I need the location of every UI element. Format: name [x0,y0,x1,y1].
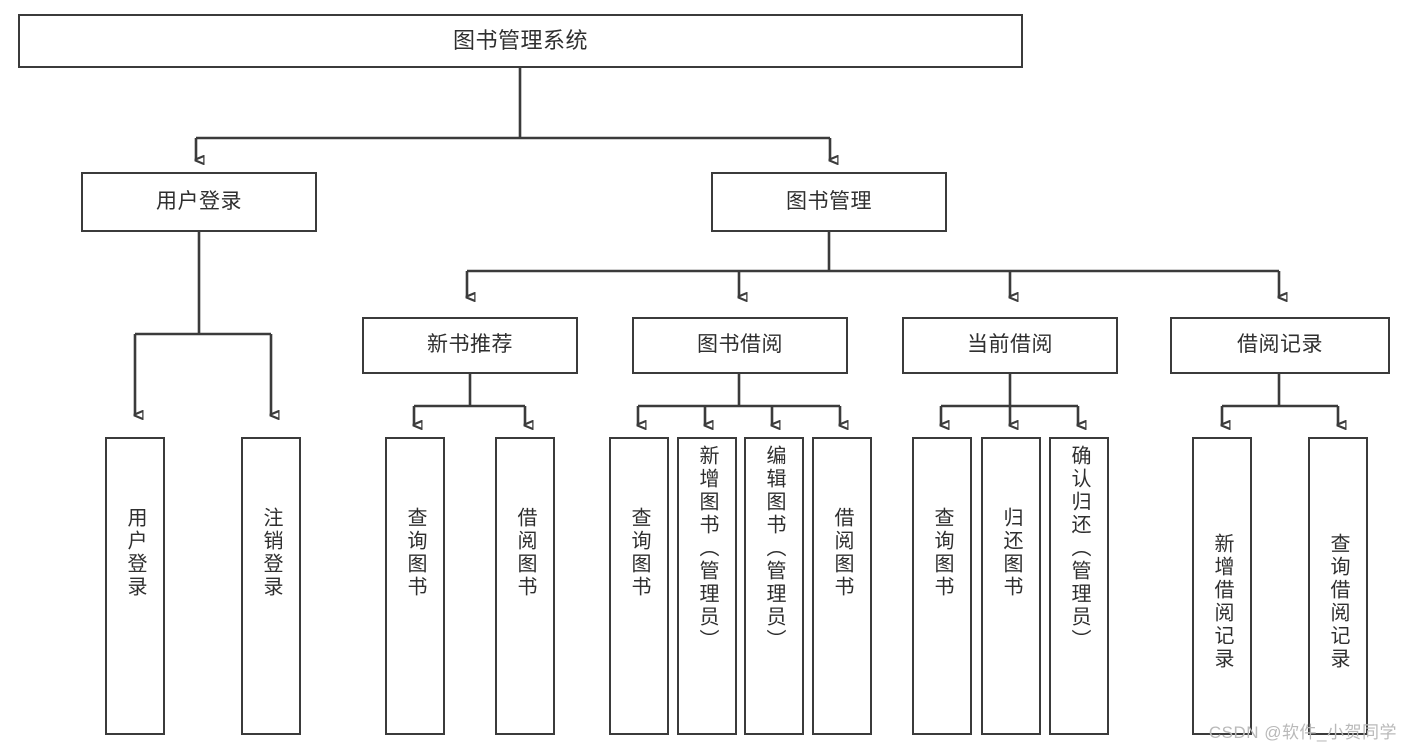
node-root-label: 图书管理系统 [452,28,588,54]
csdn-watermark: CSDN @软件_小贺同学 [1208,723,1397,742]
node-borrow-record[interactable]: 借阅记录 [1170,317,1390,374]
leaf-borrow-query[interactable]: 查询图书 [609,437,669,735]
node-book-borrow[interactable]: 图书借阅 [632,317,848,374]
leaf-borrow-lend-label: 借阅图书 [831,507,853,599]
node-user-login[interactable]: 用户登录 [81,172,317,232]
node-root[interactable]: 图书管理系统 [18,14,1023,68]
leaf-cur-return[interactable]: 归还图书 [981,437,1041,735]
leaf-rec-add[interactable]: 新增借阅记录 [1192,437,1252,735]
leaf-rec-add-label: 新增借阅记录 [1211,533,1233,671]
leaf-rec-query2[interactable]: 查询借阅记录 [1308,437,1368,735]
leaf-user-login-label: 用户登录 [124,507,146,599]
leaf-rec-query-label: 查询图书 [404,507,426,599]
leaf-user-logout[interactable]: 注销登录 [241,437,301,735]
leaf-cur-query[interactable]: 查询图书 [912,437,972,735]
node-book-manage-label: 图书管理 [786,189,872,213]
node-user-login-label: 用户登录 [156,189,242,213]
leaf-cur-confirm[interactable]: 确认归还（管理员） [1049,437,1109,735]
leaf-user-login[interactable]: 用户登录 [105,437,165,735]
leaf-cur-query-label: 查询图书 [931,507,953,599]
leaf-cur-confirm-label: 确认归还（管理员） [1068,445,1090,652]
node-current-borrow[interactable]: 当前借阅 [902,317,1118,374]
node-new-book-rec-label: 新书推荐 [427,333,513,357]
leaf-cur-return-label: 归还图书 [1000,507,1022,599]
leaf-borrow-add[interactable]: 新增图书（管理员） [677,437,737,735]
leaf-rec-borrow[interactable]: 借阅图书 [495,437,555,735]
node-new-book-rec[interactable]: 新书推荐 [362,317,578,374]
leaf-rec-query[interactable]: 查询图书 [385,437,445,735]
leaf-borrow-edit-label: 编辑图书（管理员） [763,445,785,652]
node-book-manage[interactable]: 图书管理 [711,172,947,232]
leaf-borrow-add-label: 新增图书（管理员） [696,445,718,652]
node-borrow-record-label: 借阅记录 [1237,333,1323,357]
leaf-borrow-edit[interactable]: 编辑图书（管理员） [744,437,804,735]
leaf-user-logout-label: 注销登录 [260,507,282,599]
leaf-borrow-query-label: 查询图书 [628,507,650,599]
leaf-borrow-lend[interactable]: 借阅图书 [812,437,872,735]
leaf-rec-query2-label: 查询借阅记录 [1327,533,1349,671]
node-current-borrow-label: 当前借阅 [967,333,1053,357]
node-book-borrow-label: 图书借阅 [697,333,783,357]
leaf-rec-borrow-label: 借阅图书 [514,507,536,599]
